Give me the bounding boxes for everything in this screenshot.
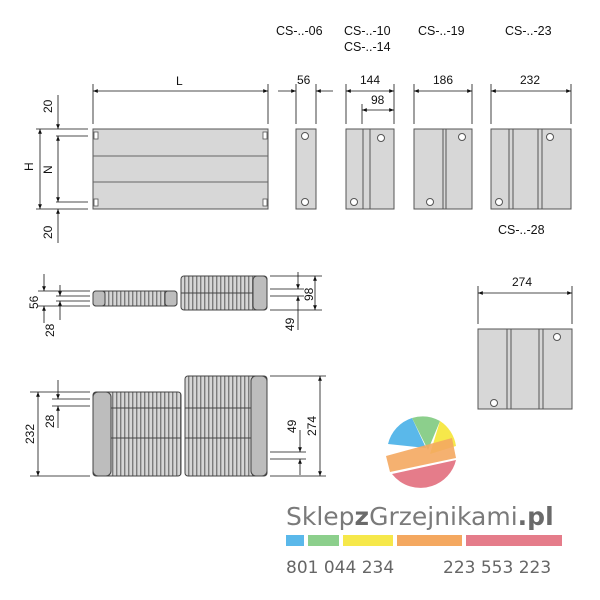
dim-bottom-232: 232 bbox=[23, 424, 37, 444]
brand-stripes bbox=[286, 535, 562, 546]
dim-L: L bbox=[176, 74, 183, 88]
dim-bottom-49: 49 bbox=[285, 419, 299, 433]
brand-name: SklepzGrzejnikami.pl bbox=[286, 502, 554, 531]
dim-N: N bbox=[41, 165, 55, 174]
phone-number-1: 801 044 234 bbox=[286, 558, 394, 578]
model-label-19: CS-..-19 bbox=[418, 24, 465, 38]
front-view bbox=[92, 128, 269, 210]
dim-bottom-274: 274 bbox=[305, 416, 319, 436]
side-view-06 bbox=[295, 128, 317, 210]
dim-98: 98 bbox=[371, 93, 385, 107]
top-view-triple bbox=[92, 375, 268, 477]
dim-144: 144 bbox=[360, 73, 380, 87]
dim-56: 56 bbox=[297, 73, 311, 87]
dim-side-98: 98 bbox=[302, 287, 316, 301]
dim-side-56: 56 bbox=[27, 295, 41, 309]
model-label-10: CS-..-10 bbox=[344, 24, 391, 38]
brand-logo-icon bbox=[386, 416, 458, 488]
dim-H: H bbox=[22, 162, 36, 171]
top-view-double bbox=[180, 275, 268, 311]
dim-274: 274 bbox=[512, 275, 532, 289]
dim-186: 186 bbox=[433, 73, 453, 87]
top-view-single bbox=[92, 290, 178, 307]
dim-bottom-margin: 20 bbox=[41, 225, 55, 239]
side-view-28 bbox=[477, 328, 573, 410]
model-label-06: CS-..-06 bbox=[276, 24, 323, 38]
dim-232: 232 bbox=[520, 73, 540, 87]
side-view-19 bbox=[413, 128, 473, 210]
model-label-14: CS-..-14 bbox=[344, 40, 391, 54]
phone-number-2: 223 553 223 bbox=[443, 558, 551, 578]
dim-side-28: 28 bbox=[43, 323, 57, 337]
dim-top-margin: 20 bbox=[41, 99, 55, 113]
model-label-28: CS-..-28 bbox=[498, 223, 545, 237]
dim-side-49: 49 bbox=[283, 317, 297, 331]
side-view-10-14 bbox=[345, 128, 395, 210]
side-view-23 bbox=[490, 128, 572, 210]
model-label-23: CS-..-23 bbox=[505, 24, 552, 38]
dim-bottom-28: 28 bbox=[43, 414, 57, 428]
